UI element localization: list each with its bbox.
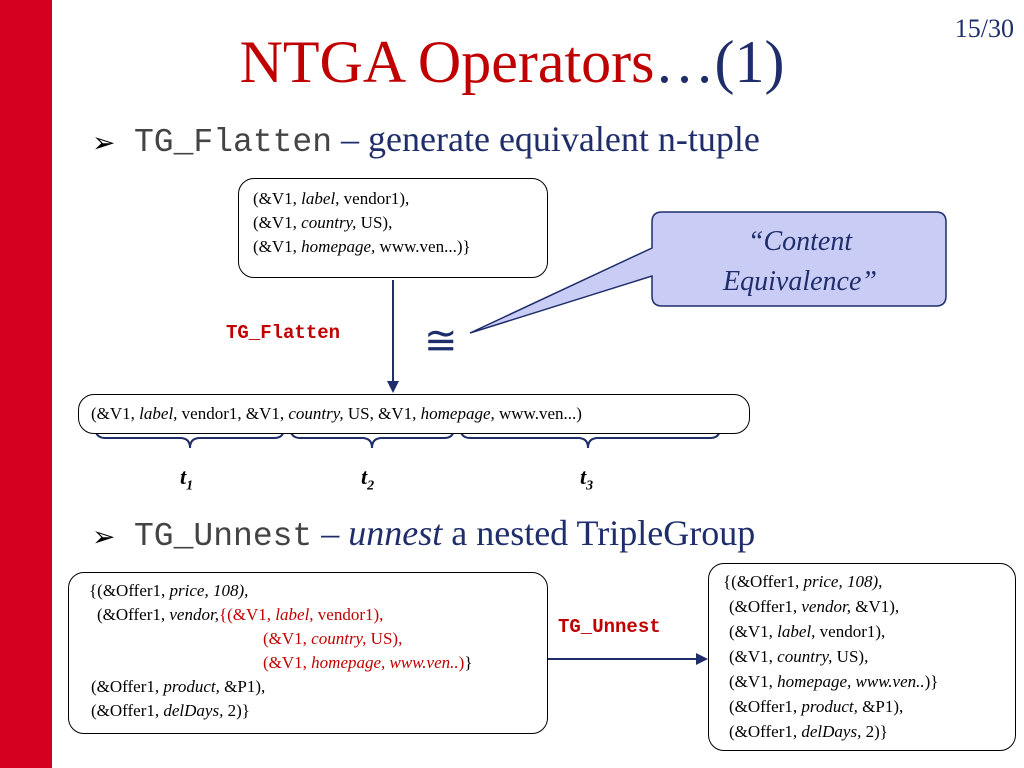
unnest-input-line: (&V1, homepage, www.ven..)} (263, 653, 473, 672)
bullet-arrow-icon: ➢ (92, 126, 116, 160)
callout-line-1: “Content (747, 226, 853, 257)
unnest-input-line: (&Offer1, product, &P1), (91, 677, 266, 696)
slide-title: NTGA Operators…(1) (0, 26, 1024, 98)
flatten-input-line: (&V1, label, vendor1), (253, 189, 410, 208)
bullet-code: TG_Flatten (134, 124, 333, 161)
side-accent-bar (0, 0, 52, 768)
brace-t2 (289, 425, 455, 449)
flatten-input-line: (&V1, homepage, www.ven...)} (253, 237, 471, 256)
unnest-output-line: {(&Offer1, price, 108), (723, 572, 883, 591)
title-suffix: …(1) (654, 29, 785, 95)
operator-tg-flatten: TG_Flatten (226, 322, 341, 344)
unnest-input-line: (&Offer1, vendor,{(&V1, label, vendor1), (97, 605, 384, 624)
unnest-output-line: (&Offer1, product, &P1), (729, 697, 904, 716)
flatten-output-ntuple: (&V1, label, vendor1, &V1, country, US, … (78, 394, 750, 434)
flatten-input-line: (&V1, country, US), (253, 213, 393, 232)
bullet-arrow-icon: ➢ (92, 520, 116, 554)
unnest-output-triplegroup: {(&Offer1, price, 108), (&Offer1, vendor… (708, 563, 1016, 751)
bullet-text: – generate equivalent n-tuple (332, 119, 760, 159)
unnest-arrowhead (696, 653, 708, 665)
brace-t3 (459, 425, 721, 449)
callout-content-equivalence: “Content Equivalence” (652, 222, 948, 302)
unnest-input-line: {(&Offer1, price, 108), (89, 581, 249, 600)
bullet-text: a nested TripleGroup (442, 513, 756, 553)
tuple-label-t2: t2 (361, 464, 375, 494)
unnest-output-line: (&Offer1, vendor, &V1), (729, 597, 900, 616)
tuple-label-t3: t3 (580, 464, 594, 494)
brace-t1 (94, 425, 285, 449)
bullet-emphasis: unnest (348, 513, 443, 553)
title-main: NTGA Operators (239, 29, 655, 95)
unnest-input-nested-triplegroup: {(&Offer1, price, 108), (&Offer1, vendor… (68, 572, 548, 734)
unnest-output-line: (&Offer1, delDays, 2)} (729, 722, 888, 741)
callout-line-2: Equivalence” (723, 266, 877, 297)
operator-tg-unnest: TG_Unnest (558, 616, 661, 638)
page-number: 15/30 (954, 14, 1014, 43)
unnest-input-line: (&Offer1, delDays, 2)} (91, 701, 250, 720)
content-equivalence-symbol: ≅ (424, 318, 458, 364)
unnest-input-line: (&V1, country, US), (263, 629, 403, 648)
unnest-output-line: (&V1, homepage, www.ven..)} (729, 672, 939, 691)
tuple-label-t1: t1 (180, 464, 194, 494)
bullet-code: TG_Unnest (134, 518, 313, 555)
unnest-output-line: (&V1, country, US), (729, 647, 869, 666)
unnest-output-line: (&V1, label, vendor1), (729, 622, 886, 641)
bullet-tg-flatten: ➢ TG_Flatten – generate equivalent n-tupl… (92, 118, 760, 161)
bullet-tg-unnest: ➢TG_Unnest – unnest a nested TripleGroup (92, 513, 756, 555)
flatten-arrowhead (387, 381, 399, 393)
callout-bubble (469, 211, 947, 334)
flatten-input-triplegroup: (&V1, label, vendor1), (&V1, country, US… (238, 178, 548, 278)
